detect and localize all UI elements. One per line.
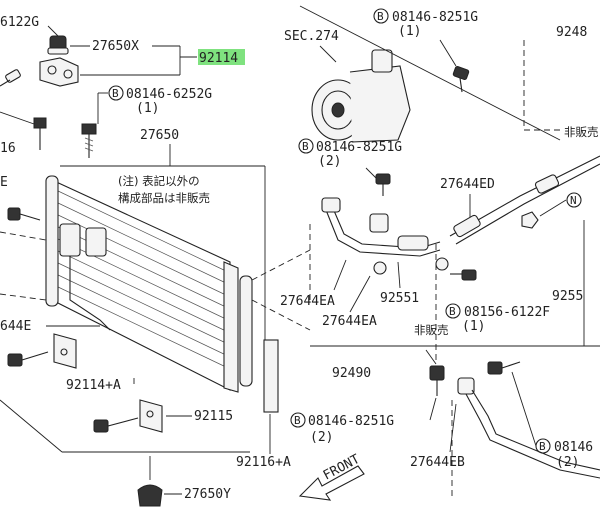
compressor-hose[interactable] (321, 197, 449, 275)
label-27644eb: 27644EB (410, 455, 465, 470)
note-line-1: (注) 表記以外の (118, 174, 200, 188)
label-6252g-qty: (1) (136, 101, 159, 116)
label-hihanbai-right: 非販売 (564, 125, 599, 139)
label-27650x: 27650X (92, 39, 139, 54)
bolt-bottom[interactable] (93, 417, 139, 433)
b-circle-6252g: B (108, 85, 124, 101)
lower-left-bracket[interactable] (53, 333, 77, 369)
bolt-left-top[interactable] (0, 69, 21, 87)
label-27650y: 27650Y (184, 487, 231, 502)
b-circle-8251g-mid: B (298, 138, 314, 154)
compressor[interactable] (311, 49, 411, 143)
svg-text:B: B (294, 414, 301, 427)
bolt-left-16[interactable] (33, 117, 47, 150)
label-08146-right: 08146 (554, 440, 593, 455)
low-pressure-pipe[interactable] (457, 361, 600, 479)
bracket-92115[interactable] (139, 399, 163, 433)
bolt-mid-right[interactable] (375, 173, 391, 196)
label-8251g-top-qty: (1) (398, 24, 421, 39)
label-sec274: SEC.274 (284, 29, 339, 44)
b-circle-6122f: B (445, 303, 461, 319)
label-92114[interactable]: 92114 (199, 51, 238, 66)
b-circle-right: B (535, 438, 551, 454)
label-92115: 92115 (194, 409, 233, 424)
pipe-bracket-left[interactable] (59, 223, 111, 331)
rubber-mount-27650y[interactable] (137, 484, 163, 507)
label-08156-6122f: 08156-6122F (464, 305, 550, 320)
bolt-lower-left[interactable] (7, 351, 49, 367)
label-08146-8251g-top: 08146-8251G (392, 10, 478, 25)
label-27650: 27650 (140, 128, 179, 143)
label-6122f-qty: (1) (462, 319, 485, 334)
b-circle-8251g-bot: B (290, 412, 306, 428)
svg-text:B: B (302, 140, 309, 153)
label-27644ed: 27644ED (440, 177, 495, 192)
label-27644ea-2: 27644EA (322, 314, 377, 329)
label-8251g-bot-qty: (2) (310, 430, 333, 445)
label-9255: 9255 (552, 289, 583, 304)
front-arrow-icon (298, 465, 365, 501)
upper-bracket[interactable] (39, 57, 79, 87)
n-circle: N (566, 192, 582, 208)
label-8251g-mid-qty: (2) (318, 154, 341, 169)
label-6122g-top: 6122G (0, 15, 39, 30)
svg-text:B: B (449, 305, 456, 318)
label-92114-a: 92114+A (66, 378, 121, 393)
label-92490: 92490 (332, 366, 371, 381)
label-644e: 644E (0, 319, 31, 334)
highlight-box-92114 (198, 49, 245, 65)
bolt-92490[interactable] (429, 365, 445, 396)
label-27644ea-1: 27644EA (280, 294, 335, 309)
label-front: FRONT (321, 452, 363, 484)
label-08146-8251g-mid: 08146-8251G (316, 140, 402, 155)
svg-text:B: B (112, 87, 119, 100)
label-08146-6252g: 08146-6252G (126, 87, 212, 102)
bolt-6122f[interactable] (450, 269, 477, 281)
b-circle-8251g-top: B (373, 8, 389, 24)
label-08146-8251g-bot: 08146-8251G (308, 414, 394, 429)
label-right-qty: (2) (556, 455, 579, 470)
seal-strip-92116a[interactable] (263, 339, 279, 413)
condenser-core[interactable] (45, 175, 253, 393)
label-e-left: E (0, 175, 8, 190)
bolt-top-right[interactable] (452, 65, 470, 93)
label-16: 16 (0, 141, 16, 156)
rubber-bushing-top[interactable] (47, 35, 69, 55)
svg-text:N: N (570, 194, 577, 207)
bolt-left-mid[interactable] (7, 207, 41, 221)
label-92551: 92551 (380, 291, 419, 306)
svg-text:B: B (377, 10, 384, 23)
label-hihanbai-mid: 非販売 (414, 323, 449, 337)
label-9248: 9248 (556, 25, 587, 40)
svg-text:B: B (539, 440, 546, 453)
note-line-2: 構成部品は非販売 (118, 191, 210, 205)
nut-right[interactable] (521, 211, 539, 229)
bolt-6252g[interactable] (81, 123, 97, 158)
label-92116-a: 92116+A (236, 455, 291, 470)
high-pressure-pipe[interactable] (449, 155, 600, 245)
